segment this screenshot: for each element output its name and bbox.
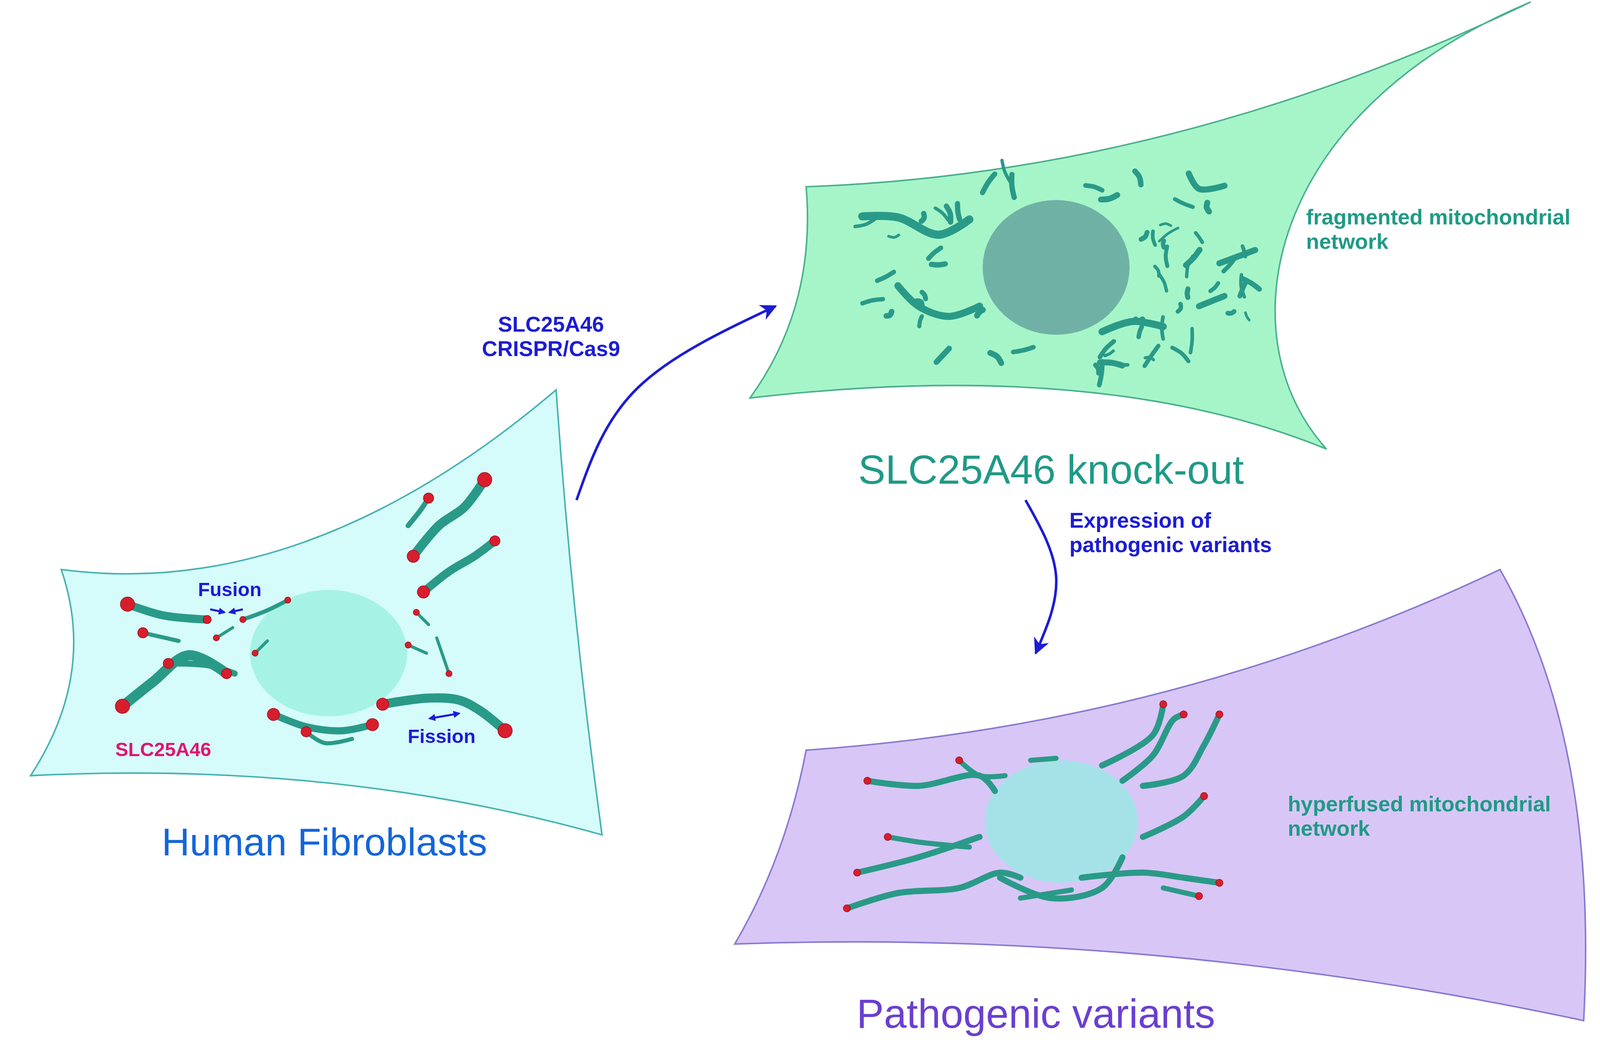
slc25a46-dot (115, 698, 130, 714)
mitochondrion (1011, 174, 1014, 198)
slc25a46-dot (884, 833, 892, 841)
phenotype-note: fragmented mitochondrial network (1306, 205, 1587, 255)
mitochondrion (1190, 328, 1192, 353)
cell-title: Pathogenic variants (856, 989, 1216, 1037)
slc25a46-dot (955, 756, 963, 764)
knockout-cell: fragmented mitochondrial networkSLC25A46… (775, 0, 1600, 500)
slc25a46-dot (221, 668, 232, 679)
mitochondrion (1242, 246, 1246, 257)
process-label: Fission (407, 725, 476, 748)
cell-outline (775, 0, 1600, 500)
cell-title: Human Fibroblasts (161, 820, 488, 865)
slc25a46-dot (376, 698, 389, 711)
mitochondrion (921, 213, 924, 222)
mitochondrion (1099, 361, 1103, 385)
slc25a46-dot (366, 718, 379, 731)
slc25a46-dot (407, 550, 420, 563)
slc25a46-dot (1200, 792, 1208, 800)
slc25a46-dot (1180, 710, 1188, 718)
slc25a46-dot (863, 777, 871, 785)
slc25a46-dot (301, 726, 312, 737)
cell-body (734, 569, 1586, 1021)
mitochondrion (1165, 246, 1168, 266)
slc25a46-dot (213, 634, 220, 641)
slc25a46-dot (1216, 879, 1224, 887)
slc25a46-dot (120, 596, 135, 612)
slc25a46-dot (417, 585, 430, 598)
slc25a46-dot (267, 708, 280, 721)
slc25a46-dot (477, 472, 492, 487)
slc25a46-dot (137, 627, 148, 638)
slc25a46-dot (1216, 710, 1224, 718)
mitochondrion (931, 264, 946, 265)
mitochondrion (916, 300, 922, 306)
phenotype-note: hyperfused mitochondrial network (1287, 792, 1569, 842)
slc25a46-dot (163, 658, 174, 669)
process-arrow (1025, 500, 1057, 654)
slc25a46-dot (423, 492, 434, 504)
slc25a46-dot (446, 670, 452, 677)
slc25a46-dot (284, 596, 291, 603)
mitochondrion (1227, 311, 1234, 314)
mitochondrion (1206, 202, 1210, 212)
slc25a46-dot (203, 615, 212, 624)
process-arrow (576, 306, 776, 500)
slc25a46-dot (239, 616, 246, 623)
mitochondrion (957, 203, 960, 220)
cell-title: SLC25A46 knock-out (858, 446, 1244, 493)
slc25a46-dot (1195, 892, 1203, 900)
mitochondrion (1135, 319, 1143, 321)
mitochondrion (1030, 758, 1057, 760)
edge-label: SLC25A46 CRISPR/Cas9 (464, 312, 638, 362)
mitochondrion (1161, 316, 1163, 339)
slc25a46-dot (498, 723, 513, 738)
slc25a46-dot (252, 650, 258, 656)
slc25a46-dot (853, 868, 861, 876)
process-label: Fusion (198, 578, 262, 601)
mitochondrion (1163, 240, 1164, 248)
slc25a46-dot (405, 642, 412, 648)
slc25a46-dot (489, 535, 500, 546)
nucleus (982, 200, 1130, 335)
slc25a46-dot (1159, 700, 1167, 708)
edge-label: Expression of pathogenic variants (1069, 508, 1309, 558)
nucleus (984, 760, 1138, 883)
slc25a46-dot (843, 904, 851, 912)
protein-label: SLC25A46 (115, 738, 212, 762)
cell-body (30, 389, 603, 835)
slc25a46-dot (413, 609, 420, 616)
mitochondrion (1187, 288, 1188, 298)
